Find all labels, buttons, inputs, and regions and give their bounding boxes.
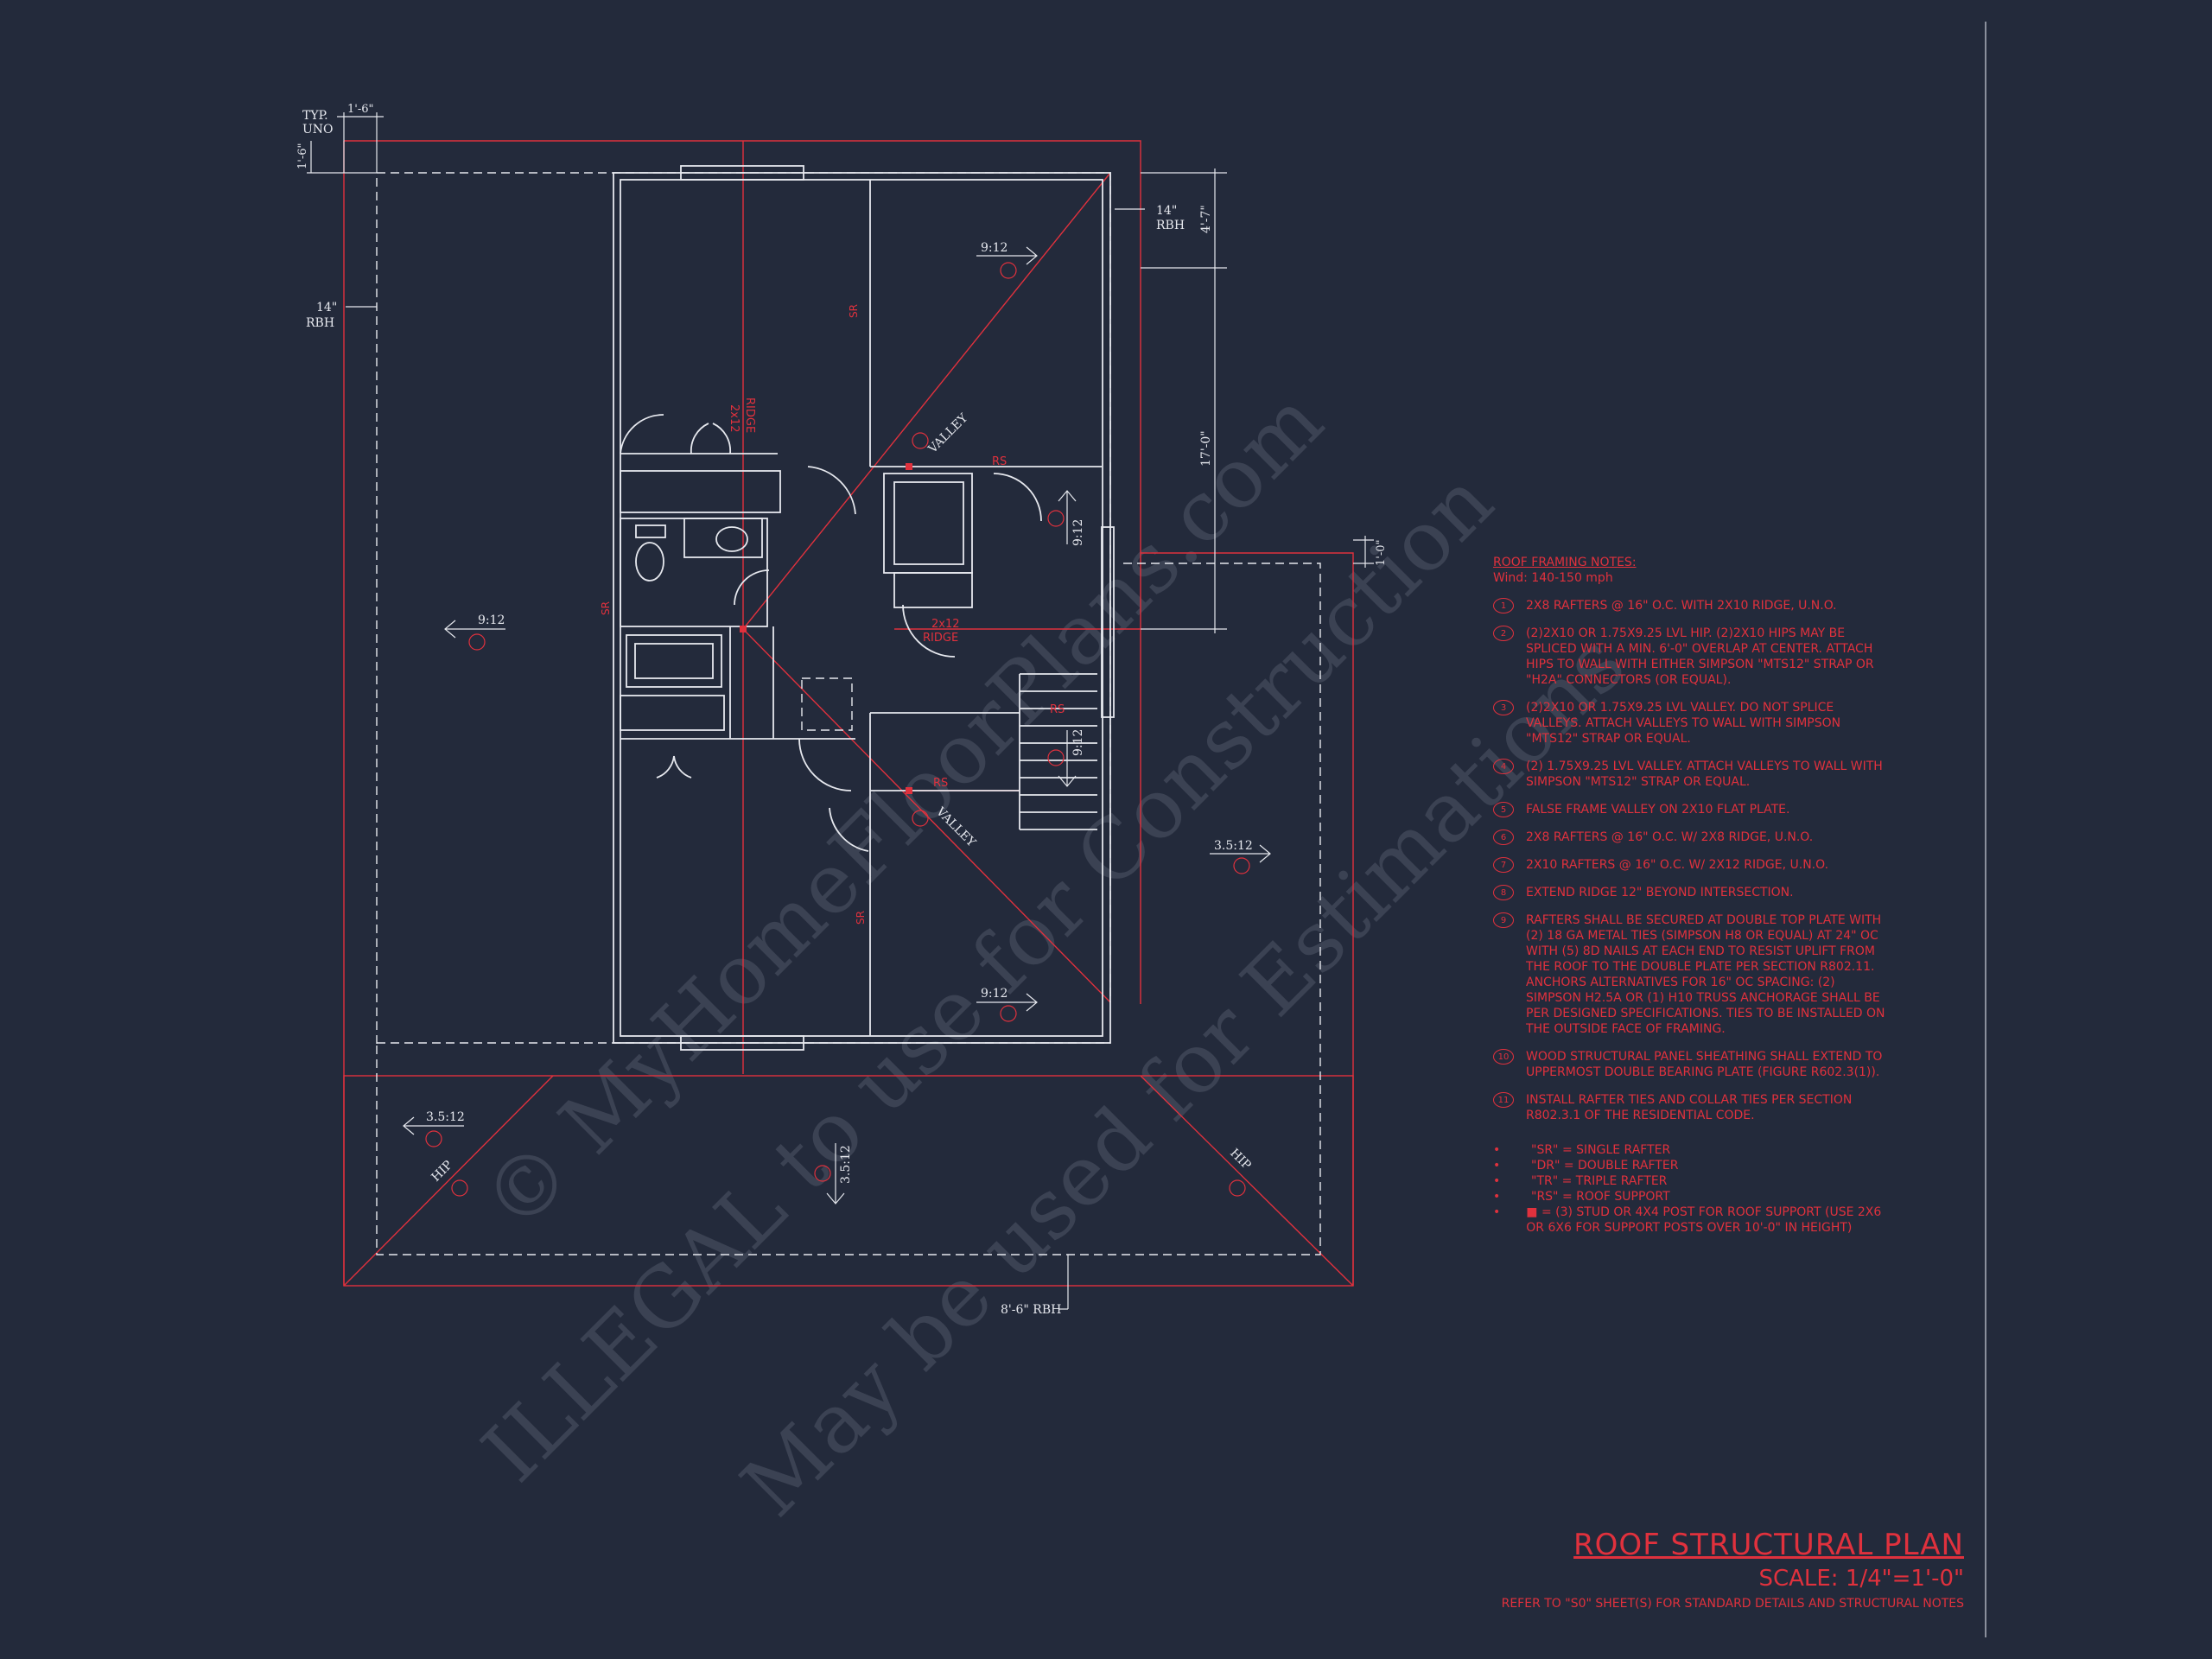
rs-label-1: RS <box>992 455 1007 468</box>
note-item: 11 INSTALL RAFTER TIES AND COLLAR TIES PE… <box>1493 1092 1891 1123</box>
note-number: 3 <box>1493 700 1514 715</box>
pitch-label-7: 3.5:12 <box>426 1110 465 1124</box>
note-item: 4 (2) 1.75x9.25 LVL VALLEY. ATTACH VALLEY… <box>1493 759 1891 790</box>
pitch-label-4: 9:12 <box>1071 729 1085 756</box>
note-number: 11 <box>1493 1092 1514 1108</box>
legend-text: "DR" = DOUBLE RAFTER <box>1531 1159 1679 1173</box>
ridge-word-label: RIDGE <box>923 632 958 645</box>
hip-label-left: HIP <box>429 1158 456 1185</box>
pitch-label-2: 9:12 <box>478 613 505 627</box>
note-text: (2)2x10 OR 1.75x9.25 LVL HIP. (2)2x10 HI… <box>1526 626 1874 687</box>
note-text: (2)2x10 OR 1.75x9.25 LVL VALLEY. DO NOT … <box>1526 701 1841 746</box>
note-tags <box>425 262 1250 1197</box>
sheet-scale: SCALE: 1/4"=1'-0" <box>1758 1566 1964 1592</box>
dim-17-0: 17'-0" <box>1199 430 1213 467</box>
legend-item: • "SR" = SINGLE RAFTER <box>1493 1142 1891 1158</box>
note-text: INSTALL RAFTER TIES AND COLLAR TIES PER … <box>1526 1093 1853 1122</box>
sheet-border-line <box>1985 22 1986 1637</box>
ridge-size-label: 2x12 <box>931 618 960 631</box>
ridge-size-label-vertical: 2x12 <box>728 404 741 433</box>
rbh-top-label: RBH <box>1156 219 1185 232</box>
note-text: WOOD STRUCTURAL PANEL SHEATHING SHALL EX… <box>1526 1050 1883 1079</box>
notes-header: ROOF FRAMING NOTES: <box>1493 556 1637 569</box>
note-item: 7 2x10 RAFTERS @ 16" O.C. W/ 2x12 RIDGE, … <box>1493 857 1891 873</box>
ridge-word-label-vertical: RIDGE <box>743 397 756 433</box>
note-item: 8 EXTEND RIDGE 12" BEYOND INTERSECTION. <box>1493 885 1891 900</box>
note-text: (2) 1.75x9.25 LVL VALLEY. ATTACH VALLEYS… <box>1526 760 1883 789</box>
legend-bullet: • <box>1493 1205 1501 1219</box>
stairs <box>1020 690 1097 813</box>
note-text: 2x8 RAFTERS @ 16" O.C. WITH 2x10 RIDGE, … <box>1526 599 1837 613</box>
rs-label-3: RS <box>933 777 948 790</box>
note-item: 5 FALSE FRAME VALLEY ON 2x10 FLAT PLATE. <box>1493 802 1891 817</box>
note-number: 7 <box>1493 857 1514 873</box>
note-item: 3 (2)2x10 OR 1.75x9.25 LVL VALLEY. DO NOT… <box>1493 700 1891 747</box>
legend-bullet: • <box>1493 1143 1501 1157</box>
note-item: 1 2x8 RAFTERS @ 16" O.C. WITH 2x10 RIDGE,… <box>1493 598 1891 613</box>
rbh-bottom-dim: 8'-6" RBH <box>1001 1303 1061 1317</box>
pitch-label-8: 3.5:12 <box>839 1145 853 1184</box>
sheet-title: ROOF STRUCTURAL PLAN <box>1573 1528 1964 1562</box>
dim-4-7: 4'-7" <box>1199 205 1213 233</box>
pitch-label-1: 9:12 <box>981 241 1007 255</box>
legend-item: • "DR" = DOUBLE RAFTER <box>1493 1158 1891 1173</box>
note-item: 9 RAFTERS SHALL BE SECURED AT DOUBLE TOP … <box>1493 912 1891 1037</box>
note-text: RAFTERS SHALL BE SECURED AT DOUBLE TOP P… <box>1526 913 1885 1036</box>
note-number: 8 <box>1493 885 1514 900</box>
rs-label-2: RS <box>1050 703 1065 716</box>
sr-label-2: SR <box>600 601 612 615</box>
legend-bullet: • <box>1493 1174 1501 1188</box>
rbh-left-label: RBH <box>306 316 334 330</box>
note-item: 10 WOOD STRUCTURAL PANEL SHEATHING SHALL … <box>1493 1049 1891 1080</box>
notes-wind: Wind: 140-150 mph <box>1493 571 1613 585</box>
legend-item: • "RS" = ROOF SUPPORT <box>1493 1189 1891 1205</box>
note-text: 2x10 RAFTERS @ 16" O.C. W/ 2x12 RIDGE, U… <box>1526 858 1829 872</box>
hip-label-right: HIP <box>1227 1147 1254 1173</box>
legend-text: "TR" = TRIPLE RAFTER <box>1531 1174 1668 1188</box>
legend-item: • "TR" = TRIPLE RAFTER <box>1493 1173 1891 1189</box>
legend-bullet: • <box>1493 1190 1501 1204</box>
dimension-lines <box>307 112 1374 1310</box>
legend-text: "SR" = SINGLE RAFTER <box>1531 1143 1671 1157</box>
pitch-label-3: 9:12 <box>1071 519 1085 546</box>
note-item: 6 2x8 RAFTERS @ 16" O.C. W/ 2x8 RIDGE, U.… <box>1493 830 1891 845</box>
overhang-v-dim: 1'-6" <box>296 143 309 170</box>
valley-label-top: VALLEY <box>925 410 971 456</box>
sr-label-1: SR <box>848 304 860 318</box>
pitch-label-5: 9:12 <box>981 987 1007 1001</box>
rbh-left-value: 14" <box>316 301 337 315</box>
pitch-label-6: 3.5:12 <box>1214 839 1253 853</box>
title-block: ROOF STRUCTURAL PLAN SCALE: 1/4"=1'-0" R… <box>1502 1528 1964 1611</box>
note-number: 10 <box>1493 1049 1514 1065</box>
sheet-refer-note: REFER TO "S0" SHEET(S) FOR STANDARD DETA… <box>1501 1597 1964 1611</box>
note-number: 6 <box>1493 830 1514 845</box>
uno-label: UNO <box>302 123 334 137</box>
legend-item: • ■ = (3) STUD OR 4x4 POST FOR ROOF SUPPO… <box>1493 1205 1891 1236</box>
note-number: 2 <box>1493 626 1514 641</box>
legend-text: ■ = (3) STUD OR 4x4 POST FOR ROOF SUPPOR… <box>1526 1205 1882 1235</box>
legend-bullet: • <box>1493 1159 1501 1173</box>
typ-label: TYP. <box>302 109 328 123</box>
note-number: 4 <box>1493 759 1514 774</box>
floor-plan-walls <box>613 165 1115 1051</box>
note-number: 5 <box>1493 802 1514 817</box>
dim-1-0: 1'-0" <box>1375 540 1388 567</box>
overhang-h-dim: 1'-6" <box>347 103 374 116</box>
note-text: 2x8 RAFTERS @ 16" O.C. W/ 2x8 RIDGE, U.N… <box>1526 830 1814 844</box>
rbh-top-value: 14" <box>1156 204 1177 218</box>
note-text: EXTEND RIDGE 12" BEYOND INTERSECTION. <box>1526 886 1794 899</box>
legend-text: "RS" = ROOF SUPPORT <box>1531 1190 1670 1204</box>
note-number: 9 <box>1493 912 1514 928</box>
support-posts <box>740 463 912 794</box>
notes-list: 1 2x8 RAFTERS @ 16" O.C. WITH 2x10 RIDGE,… <box>1493 598 1891 1123</box>
sr-label-3: SR <box>855 911 867 925</box>
notes-legend: • "SR" = SINGLE RAFTER • "DR" = DOUBLE RAFT… <box>1493 1142 1891 1236</box>
note-number: 1 <box>1493 598 1514 613</box>
note-text: FALSE FRAME VALLEY ON 2x10 FLAT PLATE. <box>1526 803 1790 817</box>
roof-outline-red <box>343 140 1354 1287</box>
pitch-arrows <box>403 246 1271 1205</box>
note-item: 2 (2)2x10 OR 1.75x9.25 LVL HIP. (2)2x10 H… <box>1493 626 1891 688</box>
